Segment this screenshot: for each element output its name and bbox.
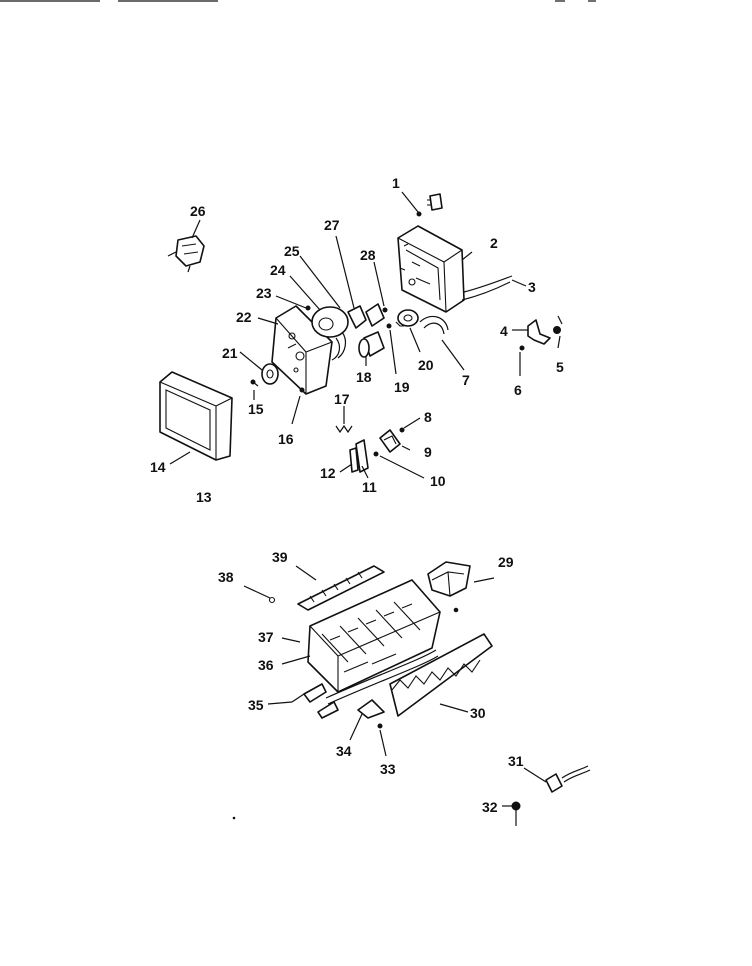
part-label-36: 36 [258,657,274,673]
part-label-7: 7 [462,372,470,388]
part-label-14: 14 [150,459,166,475]
part-label-4: 4 [500,323,508,339]
part-12-link-drawing [349,447,359,473]
part-1-drawing [416,193,443,217]
part-11-arm-drawing [355,439,369,473]
part-39-ejector-drawing [297,565,385,611]
part-label-39: 39 [272,549,288,565]
part-35-heater-drawing [291,649,439,719]
part-label-25: 25 [284,243,300,259]
part-label-31: 31 [508,753,524,769]
part-6-pin-drawing [519,345,525,351]
part-label-13: 13 [196,489,212,505]
part-label-11: 11 [362,479,377,495]
part-label-8: 8 [424,409,432,425]
part-label-18: 18 [356,369,372,385]
part-14-cover-drawing [159,371,233,461]
part-labels: 1 2 3 4 5 6 7 8 9 10 11 12 13 14 15 16 1… [150,175,564,815]
part-15-screw-drawing [250,379,259,387]
part-20-gear-drawing [395,309,419,327]
part-label-16: 16 [278,431,294,447]
part-label-38: 38 [218,569,234,585]
part-5-screw-drawing [553,315,563,334]
part-31-thermostat-drawing [545,765,591,793]
part-36-mold-drawing [307,579,441,693]
part-9-bracket-drawing [379,429,401,453]
part-label-26: 26 [190,203,206,219]
part-18-coupler-drawing [358,331,385,358]
part-19-pin-drawing [386,323,392,329]
part-label-9: 9 [424,444,432,460]
part-label-17: 17 [334,391,350,407]
part-24-motor-drawing [311,306,349,361]
part-label-19: 19 [394,379,410,395]
part-label-12: 12 [320,465,336,481]
part-7-spring-drawing [419,315,449,335]
part-label-24: 24 [270,262,286,278]
part-28-pin-drawing [382,307,388,313]
scan-specks [232,816,236,820]
part-8-screw-drawing [399,427,405,433]
part-label-20: 20 [418,357,434,373]
part-label-10: 10 [430,473,446,489]
part-21-cam-drawing [261,363,279,385]
part-26-drawing [167,235,205,273]
part-label-29: 29 [498,554,514,570]
part-label-32: 32 [482,799,498,815]
part-16-screw-drawing [299,387,305,393]
part-label-1: 1 [392,175,400,191]
part-4-lever-drawing [527,319,551,345]
part-3-wire-drawing [461,275,513,301]
part-label-33: 33 [380,761,396,777]
part-10-pin-drawing [373,451,379,457]
part-33-screw-drawing [377,723,383,729]
part-label-5: 5 [556,359,564,375]
part-label-6: 6 [514,382,522,398]
part-29-bracket-drawing [427,561,471,613]
part-label-37: 37 [258,629,274,645]
part-label-15: 15 [248,401,264,417]
part-27-cam-drawing [347,303,385,329]
part-label-3: 3 [528,279,536,295]
part-38-pin-drawing [268,596,276,604]
part-label-22: 22 [236,309,252,325]
part-label-27: 27 [324,217,340,233]
part-32-screw-drawing [511,801,521,826]
leader-lines [169,191,561,807]
part-label-23: 23 [256,285,272,301]
part-label-35: 35 [248,697,264,713]
part-label-28: 28 [360,247,376,263]
part-label-2: 2 [490,235,498,251]
part-34-clip-drawing [357,699,385,719]
part-23-screw-drawing [305,305,311,311]
part-30-stripper-drawing [389,633,493,717]
part-label-34: 34 [336,743,352,759]
part-label-21: 21 [222,345,238,361]
part-2-housing-drawing [397,225,465,313]
part-17-spring-drawing [335,424,353,434]
part-label-30: 30 [470,705,486,721]
